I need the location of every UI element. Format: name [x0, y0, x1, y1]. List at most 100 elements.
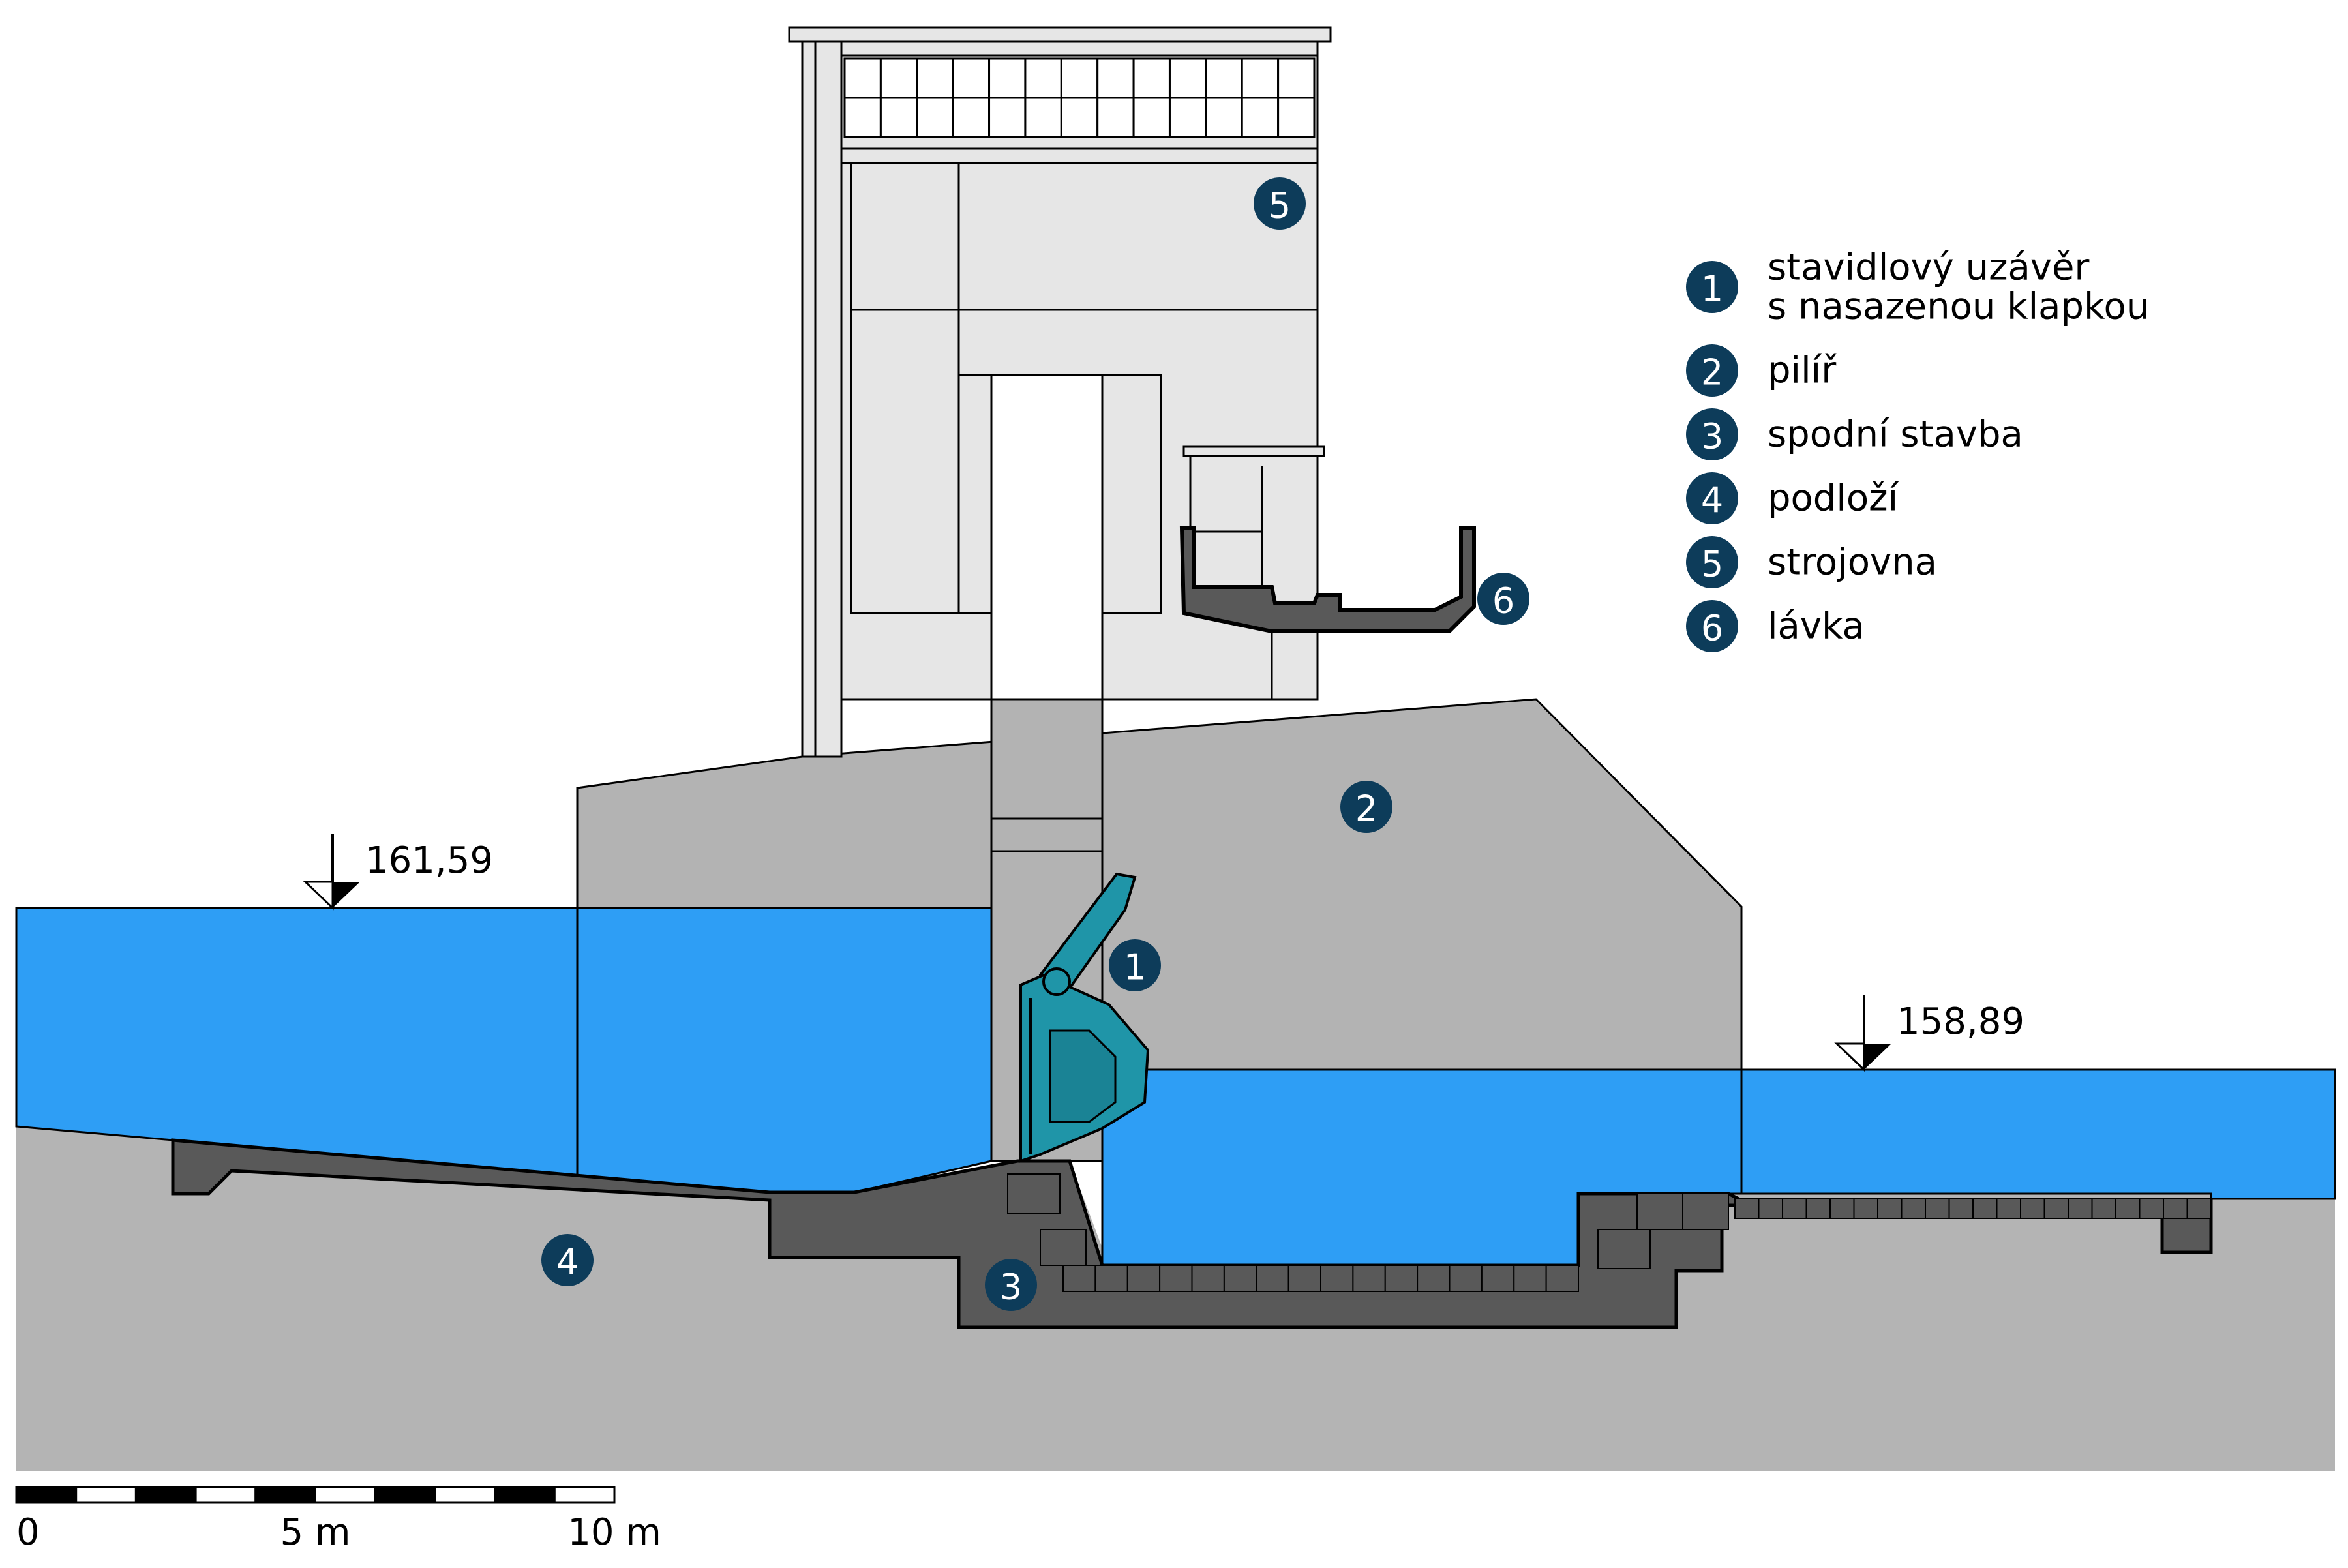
- building-wall-panel: [1101, 374, 1162, 614]
- legend-badge: [1686, 600, 1738, 652]
- substructure-block: [2163, 1198, 2188, 1219]
- window-pane: [1024, 57, 1062, 99]
- window-pane: [879, 57, 918, 99]
- substructure-block: [2139, 1198, 2164, 1219]
- scale-bar-segment: [374, 1486, 436, 1504]
- callout-5: 5: [1254, 177, 1306, 230]
- legend-item-6: 6 lávka: [1686, 600, 1865, 652]
- substructure-block: [1126, 1265, 1161, 1292]
- substructure-block: [1040, 1229, 1087, 1266]
- svg-text:1: 1: [1124, 947, 1146, 988]
- legend-number: 5: [1701, 544, 1723, 585]
- window-pane: [1205, 97, 1243, 138]
- substructure-block: [1972, 1198, 1998, 1219]
- legend-number: 2: [1701, 352, 1723, 393]
- substructure-block: [1734, 1198, 1760, 1219]
- window-pane: [1132, 97, 1171, 138]
- substructure-blocks: [1007, 1173, 2212, 1292]
- legend-label: stavidlový uzávěr: [1768, 247, 2090, 289]
- substructure-block: [1320, 1265, 1354, 1292]
- substructure-block: [1007, 1173, 1061, 1214]
- substructure-block: [1094, 1265, 1128, 1292]
- gate-hinge: [1042, 967, 1071, 996]
- substructure-block: [2186, 1198, 2212, 1219]
- window-pane: [1241, 97, 1280, 138]
- substructure-block: [1287, 1265, 1321, 1292]
- legend-badge: [1686, 536, 1738, 588]
- substructure-block: [1223, 1265, 1257, 1292]
- window-pane: [843, 57, 882, 99]
- substructure-block: [1545, 1265, 1579, 1292]
- window-pane: [952, 57, 991, 99]
- legend-label: s nasazenou klapkou: [1768, 286, 2149, 328]
- window-pane: [1132, 57, 1171, 99]
- window-pane: [1241, 57, 1280, 99]
- substructure-block: [1256, 1265, 1289, 1292]
- substructure-block: [1191, 1265, 1225, 1292]
- substructure-block: [1853, 1198, 1878, 1219]
- substructure-block: [1062, 1265, 1096, 1292]
- substructure-block: [1758, 1198, 1783, 1219]
- substructure-block: [1925, 1198, 1950, 1219]
- substructure-block: [1159, 1265, 1193, 1292]
- legend-label: pilíř: [1768, 350, 1837, 392]
- window-pane: [952, 97, 991, 138]
- window-pane: [1168, 57, 1207, 99]
- scale-bar-label: 5 m: [280, 1511, 351, 1554]
- scale-bar-segment: [194, 1486, 257, 1504]
- scale-bar-segment: [134, 1486, 197, 1504]
- building-roof: [788, 26, 1332, 43]
- substructure-block: [1384, 1265, 1419, 1292]
- substructure-block: [1513, 1265, 1547, 1292]
- legend-item-2: 2 pilíř: [1686, 344, 1837, 397]
- window-pane: [1060, 97, 1099, 138]
- scale-bar-segment: [553, 1486, 616, 1504]
- window-pane: [1096, 57, 1135, 99]
- substructure-block: [1996, 1198, 2021, 1219]
- legend-item-5: 5 strojovna: [1686, 536, 1937, 588]
- window-pane: [879, 97, 918, 138]
- substructure-block: [1417, 1265, 1451, 1292]
- scale-bar-segment: [314, 1486, 376, 1504]
- scale-bar-segment: [494, 1486, 556, 1504]
- svg-text:6: 6: [1492, 580, 1514, 622]
- callout-3: 3: [985, 1259, 1037, 1311]
- window-pane: [1168, 97, 1207, 138]
- scale-bar-label: 10 m: [567, 1511, 661, 1554]
- substructure-block: [1948, 1198, 1974, 1219]
- substructure-block: [1805, 1198, 1831, 1219]
- scale-bar-segment: [434, 1486, 496, 1504]
- legend-number: 3: [1701, 416, 1723, 457]
- substructure-block: [2068, 1198, 2093, 1219]
- substructure-block: [2020, 1198, 2045, 1219]
- window-pane: [916, 97, 954, 138]
- legend-label: strojovna: [1768, 541, 1937, 584]
- footbridge: [1179, 526, 1476, 633]
- callout-6: 6: [1477, 573, 1529, 625]
- callout-2: 2: [1340, 781, 1392, 833]
- svg-text:5: 5: [1269, 185, 1291, 226]
- substructure-block: [2043, 1198, 2069, 1219]
- scale-bar-segment: [15, 1486, 78, 1504]
- substructure-block: [2115, 1198, 2141, 1219]
- legend-number: 1: [1701, 269, 1723, 310]
- substructure-block: [1901, 1198, 1926, 1219]
- legend-number: 6: [1701, 608, 1723, 649]
- window-pane: [916, 57, 954, 99]
- svg-text:3: 3: [1000, 1267, 1022, 1308]
- downstream-level-value: 158,89: [1897, 1001, 2024, 1043]
- substructure-block: [1352, 1265, 1386, 1292]
- window-pane: [1205, 57, 1243, 99]
- substructure-block: [1636, 1193, 1683, 1230]
- window-pane: [1277, 97, 1316, 138]
- legend-badge: [1686, 408, 1738, 460]
- window-pane: [1277, 57, 1316, 99]
- scale-bar-segment: [75, 1486, 137, 1504]
- building-wall-panel: [957, 374, 993, 614]
- substructure: [171, 1138, 2213, 1329]
- legend-label: lávka: [1768, 605, 1865, 648]
